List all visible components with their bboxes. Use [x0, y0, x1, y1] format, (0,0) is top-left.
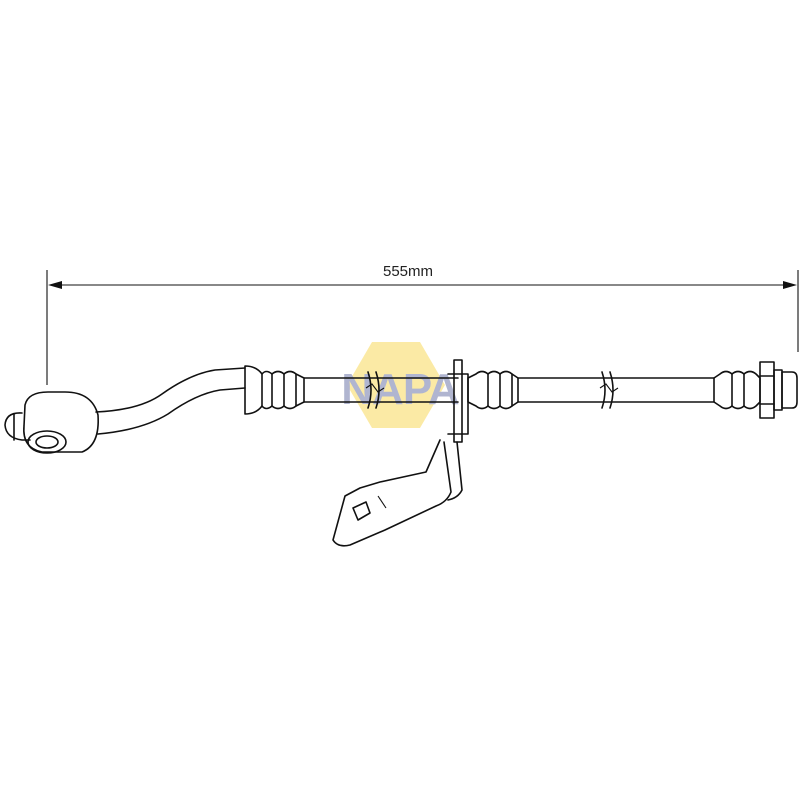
ferrule-center-body: [467, 370, 519, 410]
banjo-bolt-stub: [4, 412, 31, 441]
break-zigzag-1: [365, 383, 385, 393]
break-zigzag-2: [599, 383, 619, 393]
hose-section-right: [517, 371, 715, 409]
ferrule-right-body: [713, 370, 761, 410]
hex-nut: [759, 361, 775, 419]
bracket-plate: [453, 359, 463, 443]
watermark-hexagon: [347, 342, 445, 428]
banjo-body: [23, 391, 99, 453]
tube-upper-edge: [95, 367, 246, 413]
bracket-arm-outline: [332, 439, 452, 547]
break-mark-2b: [609, 371, 614, 409]
napa-watermark-logo: NAPA: [341, 342, 460, 428]
thread-collar: [773, 369, 783, 411]
dimension-arrow-left: [48, 281, 62, 289]
mounting-bracket: [332, 359, 469, 547]
banjo-eye-outer: [27, 430, 67, 454]
break-mark-1b: [375, 371, 380, 409]
crimp-ferrule-left: [244, 365, 305, 415]
threaded-end: [781, 371, 798, 409]
crimp-ferrule-center: [467, 370, 519, 410]
bracket-clip: [447, 373, 469, 435]
dimension-arrow-right: [783, 281, 797, 289]
tube-lower-edge: [97, 387, 246, 435]
hose-section-left: [303, 371, 459, 409]
bracket-fold-line: [377, 495, 387, 509]
bent-tube: [95, 367, 246, 435]
break-mark-1a: [367, 371, 372, 409]
crimp-ferrule-right: [713, 370, 761, 410]
dimension-label: 555mm: [383, 263, 433, 280]
banjo-fitting: [4, 391, 99, 454]
ferrule-crimp-ridges: [261, 370, 305, 410]
end-fitting: [759, 361, 798, 419]
ferrule-collar: [244, 365, 263, 415]
bracket-hole: [352, 501, 371, 521]
watermark-text: NAPA: [341, 365, 459, 414]
dimension-annotation: 555mm: [46, 263, 799, 385]
bracket-arm-edge: [447, 441, 463, 501]
banjo-eye-inner: [35, 435, 59, 449]
break-mark-2a: [601, 371, 606, 409]
